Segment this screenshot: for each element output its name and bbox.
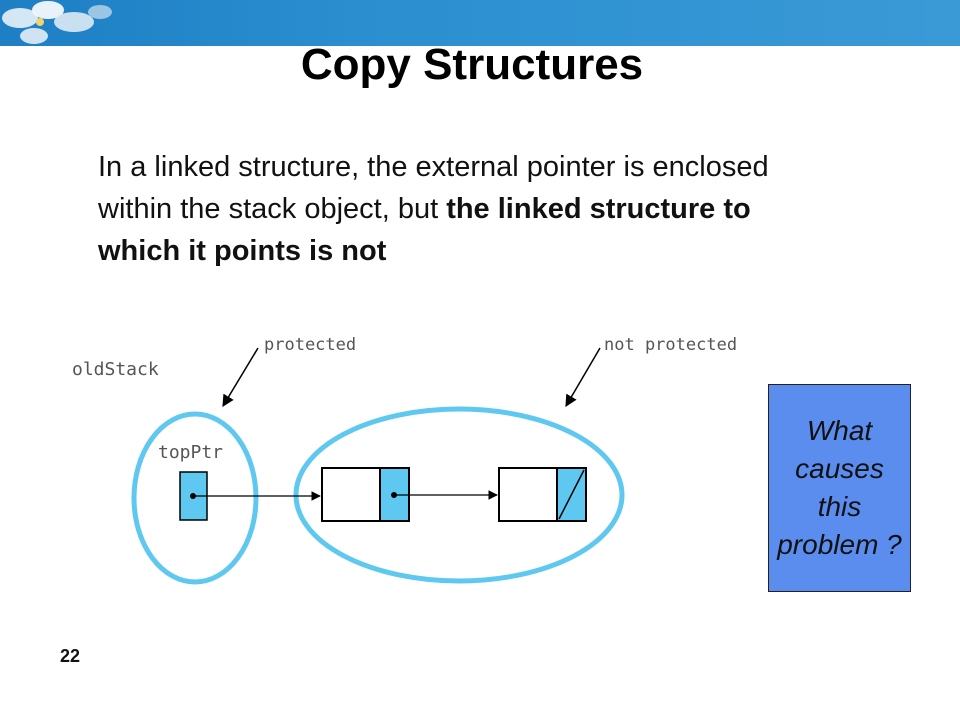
node2-data <box>498 467 558 522</box>
node1-data <box>321 467 381 522</box>
protected-arrow <box>222 347 259 408</box>
slide-body-text: In a linked structure, the external poin… <box>98 146 818 272</box>
body-text-plain: In a linked structure, the external poin… <box>98 151 769 225</box>
node2-null-slash <box>558 469 585 520</box>
header-band <box>0 0 960 46</box>
not-protected-arrow <box>565 347 601 408</box>
page-number: 22 <box>60 646 81 666</box>
slide-title: Copy Structures <box>300 40 644 89</box>
protected-label: protected <box>264 335 356 355</box>
old-stack-label: oldStack <box>72 359 159 380</box>
linked-structure-diagram: oldStack protected not protected topPtr <box>72 335 737 585</box>
callout-question-box: What causes this problem ? <box>768 384 911 592</box>
top-ptr-label: topPtr <box>158 442 223 463</box>
body-text-bold: the linked structure to which it points … <box>98 193 751 267</box>
not-protected-label: not protected <box>604 335 737 355</box>
flower-decoration-icon <box>2 1 112 44</box>
